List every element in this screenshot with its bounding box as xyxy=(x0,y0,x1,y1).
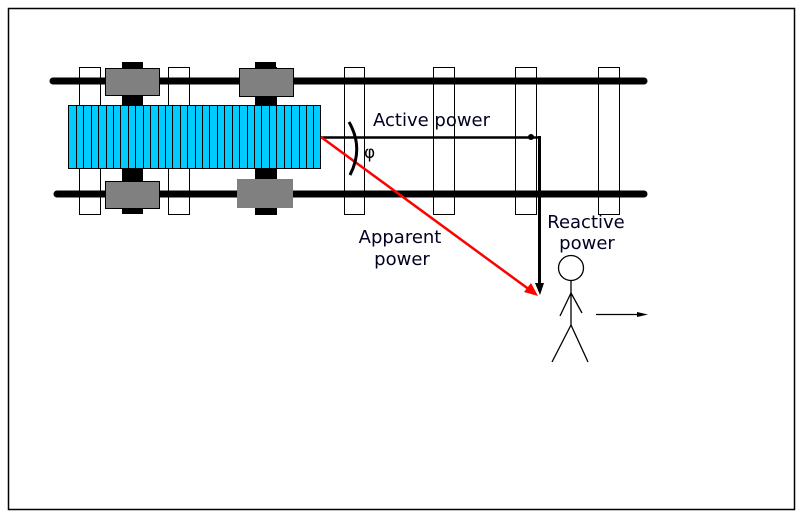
person-arm-right xyxy=(570,292,583,314)
person-leg-left xyxy=(551,324,572,363)
wagon-slats xyxy=(76,105,314,169)
apparent-power-label-line1: Apparent xyxy=(359,227,442,248)
person-head xyxy=(557,254,585,282)
person-leg-right xyxy=(570,324,589,363)
person xyxy=(551,254,589,363)
reactive-power-label-line1: Reactive xyxy=(547,212,624,233)
sleeper xyxy=(344,67,365,215)
person-arm-left xyxy=(559,292,572,317)
apparent-power-arrowhead xyxy=(524,283,538,296)
active-power-arrowhead xyxy=(528,134,534,140)
wheel-bottom-right xyxy=(237,179,293,208)
sleeper xyxy=(433,67,455,215)
apparent-power-vector xyxy=(320,135,535,295)
wagon xyxy=(68,105,321,169)
wagon-body xyxy=(68,105,321,169)
wheel-top-left xyxy=(105,68,160,96)
active-power-label: Active power xyxy=(373,110,491,131)
wheel-top-right xyxy=(239,68,294,97)
sleeper xyxy=(515,67,537,215)
reactive-power-label-line2: power xyxy=(559,233,615,254)
motion-arrow-head xyxy=(637,312,648,317)
wheel-bottom-left xyxy=(105,181,160,209)
apparent-power-label-line2: power xyxy=(374,249,430,270)
sleeper xyxy=(598,67,620,215)
motion-arrow xyxy=(596,312,648,317)
phase-angle-label: φ xyxy=(364,143,375,163)
reactive-power-arrowhead xyxy=(535,283,544,295)
sleeper-edges-overlay xyxy=(433,105,455,135)
wheels xyxy=(105,68,294,209)
phase-angle-arc xyxy=(347,121,359,176)
